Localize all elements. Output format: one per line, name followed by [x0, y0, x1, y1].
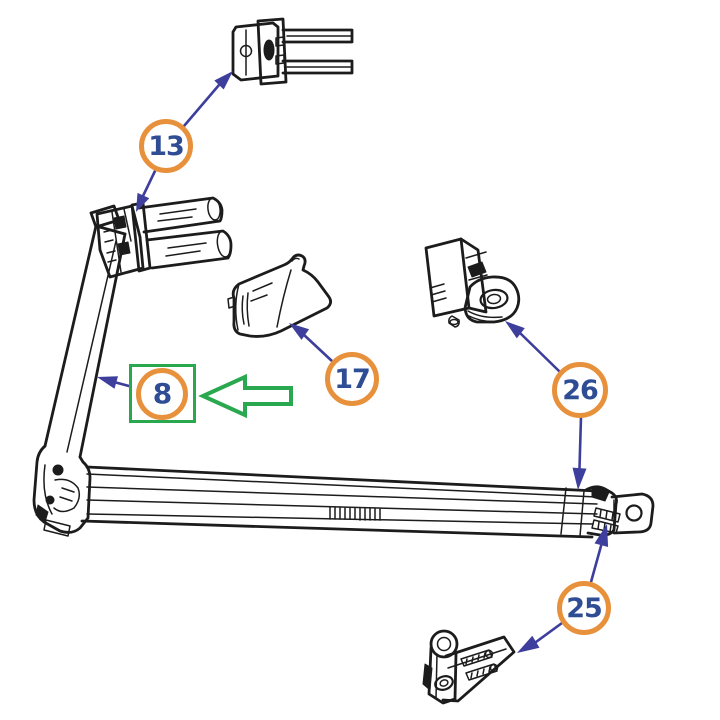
leader-arrow-25-up: [589, 524, 609, 584]
callout-17[interactable]: 17: [325, 352, 379, 406]
callout-25-label: 25: [566, 592, 603, 624]
callout-25[interactable]: 25: [557, 581, 611, 635]
pivot-bracket-drawing: [424, 237, 521, 328]
lead-rail-drawing: [80, 465, 599, 539]
selected-part-highlight-box: [129, 364, 196, 423]
callout-13[interactable]: 13: [139, 119, 193, 173]
elbow-joint-drawing: [32, 444, 92, 537]
leader-arrows: [97, 71, 609, 653]
callout-17-label: 17: [334, 363, 371, 395]
callout-26[interactable]: 26: [552, 362, 608, 418]
foot-bracket-drawing: [422, 629, 516, 705]
callout-26-label: 26: [562, 374, 599, 406]
leader-arrow-26-down: [572, 415, 587, 490]
callout-8[interactable]: 8: [136, 368, 188, 420]
leader-arrow-8: [97, 376, 131, 389]
leader-arrow-25-down: [517, 621, 564, 653]
leader-arrow-26-up: [505, 321, 562, 374]
highlight-arrow: [198, 373, 293, 419]
leader-arrow-13-down: [136, 169, 157, 212]
leader-arrow-13-up: [182, 71, 233, 128]
mounting-bracket-drawing: [231, 17, 354, 86]
rail-end-bracket-drawing: [584, 485, 655, 537]
leader-arrow-17: [289, 323, 335, 364]
rail-rib-section: [329, 506, 381, 521]
callout-8-label: 8: [152, 377, 173, 410]
callout-13-label: 13: [148, 130, 185, 162]
shoulder-assembly-drawing: [89, 196, 233, 279]
arm-tube-drawing: [43, 224, 127, 459]
arm-cover-drawing: [227, 253, 332, 338]
